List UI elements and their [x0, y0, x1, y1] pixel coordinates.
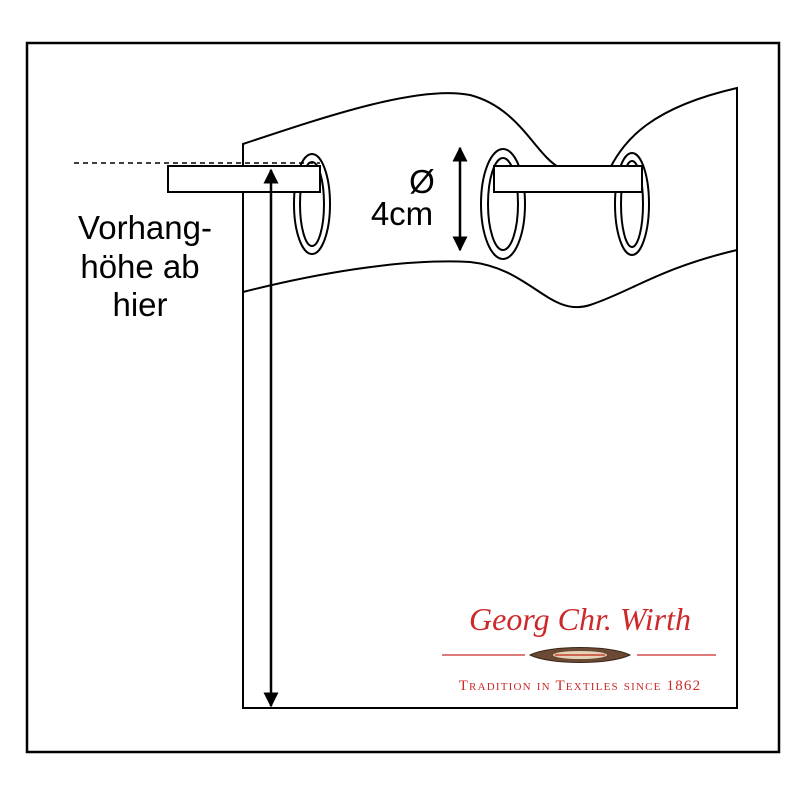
- curtain-rod-left: [167, 165, 321, 193]
- brand-logo: Georg Chr. Wirth Tradition in Textiles s…: [442, 601, 716, 694]
- curtain-outline: [242, 86, 738, 709]
- height-label-line-1: Vorhang-: [78, 209, 212, 246]
- diameter-value: 4cm: [371, 195, 433, 232]
- brand-tagline: Tradition in Textiles since 1862: [459, 678, 702, 694]
- height-label-line-3: hier: [112, 286, 167, 323]
- brand-name: Georg Chr. Wirth: [469, 601, 691, 637]
- height-label-line-2: höhe ab: [80, 248, 199, 285]
- shuttle-icon: [528, 647, 632, 663]
- curtain-rod-right: [493, 165, 643, 193]
- outer-frame: [25, 41, 781, 754]
- diameter-symbol: Ø: [409, 163, 435, 200]
- grommet-fold-line: [242, 249, 738, 308]
